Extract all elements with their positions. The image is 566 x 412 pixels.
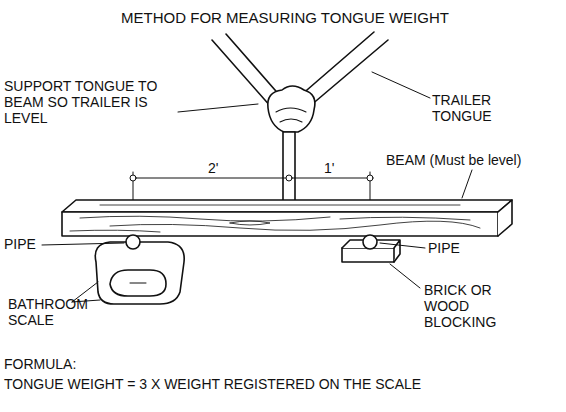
coupler — [268, 86, 315, 132]
beam-top — [62, 200, 512, 212]
support-post — [283, 132, 295, 202]
pipe — [126, 235, 140, 249]
brick-block — [342, 248, 394, 262]
part-label: BEAM (Must be level) — [386, 152, 556, 168]
dimension-point — [367, 175, 373, 181]
pipe — [363, 235, 377, 249]
part-label: BATHROOM SCALE — [8, 296, 78, 328]
coupler-detail — [276, 108, 306, 122]
part-label: PIPE — [428, 240, 468, 256]
beam-end — [498, 200, 512, 236]
scale-dial — [110, 270, 166, 296]
part-label: BRICK OR WOOD BLOCKING — [424, 282, 536, 330]
part-label: PIPE — [4, 236, 44, 252]
dimension-point — [130, 175, 136, 181]
part-label: SUPPORT TONGUE TO BEAM SO TRAILER IS LEV… — [4, 78, 176, 126]
diagram-title: METHOD FOR MEASURING TONGUE WEIGHT — [2, 10, 566, 26]
part-label: TRAILER TONGUE — [432, 92, 508, 124]
dimension-label: 2' — [208, 160, 238, 176]
wood-grain — [70, 205, 480, 232]
beam-front — [62, 212, 498, 236]
bathroom-scale — [95, 242, 184, 304]
dimension-point — [286, 175, 292, 181]
dimension-label: 1' — [324, 160, 354, 176]
scale-needle — [130, 283, 146, 284]
dimension-line — [133, 178, 370, 179]
formula-text: FORMULA: — [4, 356, 204, 372]
formula-text: TONGUE WEIGHT = 3 X WEIGHT REGISTERED ON… — [4, 376, 560, 392]
